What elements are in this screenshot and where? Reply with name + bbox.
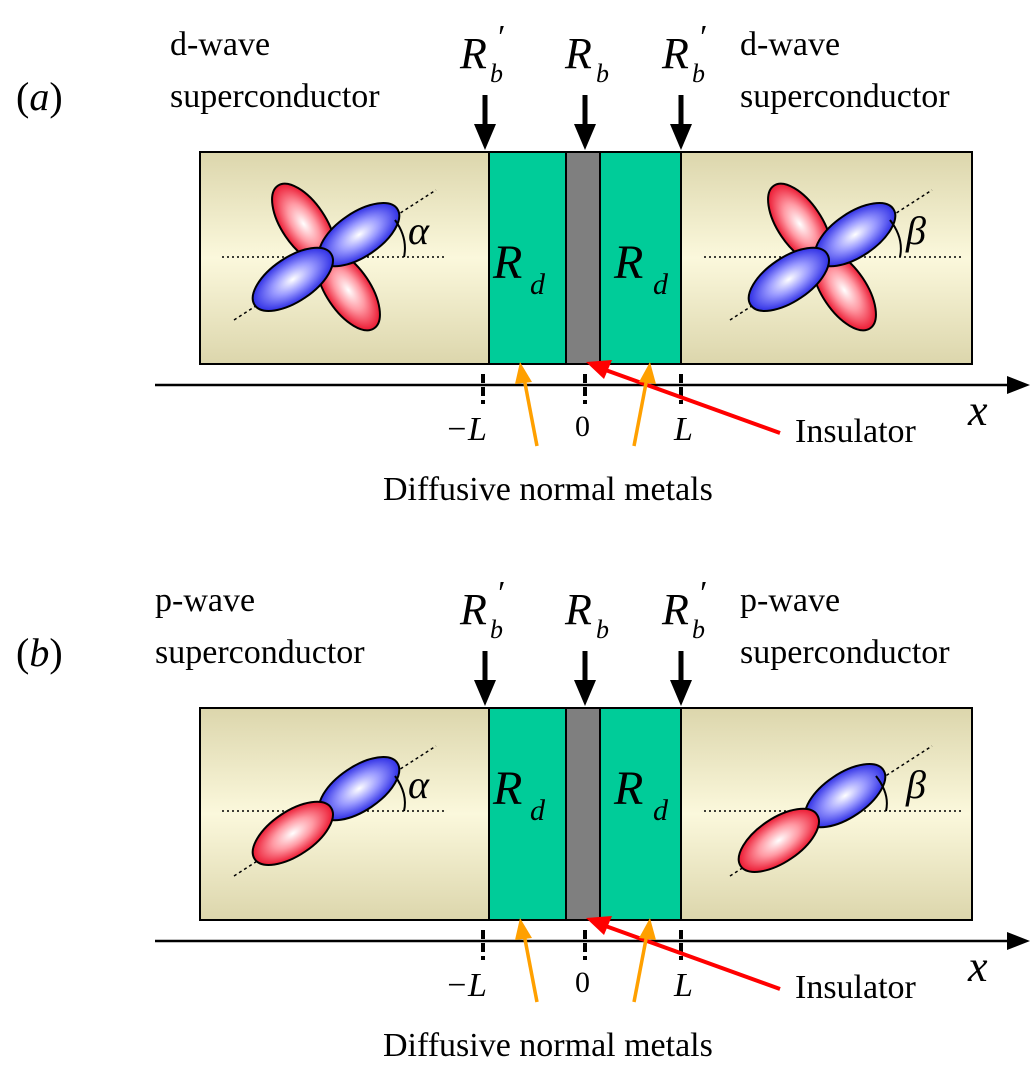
- right-sc-label-line2: superconductor: [740, 634, 950, 671]
- svg-text:R: R: [613, 762, 643, 815]
- right-order-parameter: β: [704, 182, 962, 332]
- r-b-prime-right-label: R ′ b: [661, 575, 706, 644]
- metal-arrows: [515, 362, 656, 447]
- tick-minus-l: −L: [445, 411, 487, 448]
- r-b-prime-right-label: R ′ b: [661, 19, 706, 88]
- right-order-parameter: β: [704, 745, 962, 877]
- panel-b: (b) p-wave superconductor p-wave superco…: [16, 575, 1030, 1064]
- axis-variable-x: x: [967, 942, 988, 991]
- r-d-right-label: R d: [613, 236, 669, 301]
- svg-text:′: ′: [496, 575, 504, 612]
- svg-text:R: R: [613, 236, 643, 289]
- svg-text:d: d: [653, 268, 669, 301]
- r-b-label: R b: [564, 29, 609, 88]
- svg-text:R: R: [564, 29, 592, 78]
- svg-text:R: R: [492, 762, 522, 815]
- metal-arrows: [515, 918, 656, 1003]
- svg-text:R: R: [459, 29, 487, 78]
- svg-text:d: d: [530, 794, 546, 827]
- alpha-label: α: [408, 208, 430, 253]
- svg-text:R: R: [492, 236, 522, 289]
- svg-text:d: d: [653, 794, 669, 827]
- r-d-left-label: R d: [492, 236, 546, 301]
- diffusive-metals-label: Diffusive normal metals: [383, 1027, 713, 1064]
- tick-minus-l: −L: [445, 967, 487, 1004]
- insulator-layer: [565, 707, 601, 921]
- left-sc-label-line1: p-wave: [155, 582, 255, 619]
- blue-lobe-left: [251, 246, 334, 312]
- panel-label: (b): [16, 630, 63, 675]
- r-b-prime-left-label: R ′ b: [459, 19, 504, 88]
- beta-label: β: [905, 208, 926, 253]
- svg-text:R: R: [661, 29, 689, 78]
- svg-text:b: b: [596, 615, 609, 644]
- tick-zero: 0: [575, 410, 590, 443]
- right-sc-label-line1: p-wave: [740, 582, 840, 619]
- left-sc-label-line1: d-wave: [170, 26, 270, 63]
- x-axis: −L 0 L x: [155, 930, 1030, 1004]
- svg-text:′: ′: [496, 19, 504, 56]
- alpha-label: α: [408, 762, 430, 807]
- insulator-arrow: [586, 360, 781, 435]
- svg-text:b: b: [490, 59, 503, 88]
- svg-text:b: b: [692, 59, 705, 88]
- tick-zero: 0: [575, 966, 590, 999]
- insulator-label: Insulator: [795, 969, 917, 1006]
- left-normal-metal: [488, 707, 567, 921]
- svg-text:′: ′: [698, 19, 706, 56]
- left-sc-label-line2: superconductor: [155, 634, 365, 671]
- diffusive-metals-label: Diffusive normal metals: [383, 471, 713, 508]
- x-axis: −L 0 L x: [155, 374, 1030, 448]
- panel-a: (a) d-wave superconductor d-wave superco…: [16, 19, 1030, 508]
- barrier-arrows: [474, 95, 692, 150]
- barrier-arrows: [474, 651, 692, 706]
- svg-text:b: b: [490, 615, 503, 644]
- left-normal-metal: [488, 151, 567, 365]
- svg-text:R: R: [459, 585, 487, 634]
- axis-variable-x: x: [967, 386, 988, 435]
- tick-l: L: [673, 411, 693, 448]
- svg-text:R: R: [564, 585, 592, 634]
- tick-l: L: [673, 967, 693, 1004]
- beta-label: β: [905, 762, 926, 807]
- svg-text:b: b: [596, 59, 609, 88]
- r-d-left-label: R d: [492, 762, 546, 827]
- svg-text:d: d: [530, 268, 546, 301]
- red-lobe: [251, 800, 334, 866]
- svg-text:R: R: [661, 585, 689, 634]
- panel-label: (a): [16, 74, 63, 119]
- right-sc-label-line2: superconductor: [740, 78, 950, 115]
- left-order-parameter: α: [222, 745, 447, 877]
- right-normal-metal: [599, 707, 682, 921]
- svg-text:b: b: [692, 615, 705, 644]
- r-b-prime-left-label: R ′ b: [459, 575, 504, 644]
- right-normal-metal: [599, 151, 682, 365]
- left-order-parameter: α: [222, 182, 447, 332]
- r-d-right-label: R d: [613, 762, 669, 827]
- insulator-layer: [565, 151, 601, 365]
- r-b-label: R b: [564, 585, 609, 644]
- right-sc-label-line1: d-wave: [740, 26, 840, 63]
- svg-text:′: ′: [698, 575, 706, 612]
- insulator-label: Insulator: [795, 413, 917, 450]
- left-sc-label-line2: superconductor: [170, 78, 380, 115]
- insulator-arrow: [586, 916, 781, 991]
